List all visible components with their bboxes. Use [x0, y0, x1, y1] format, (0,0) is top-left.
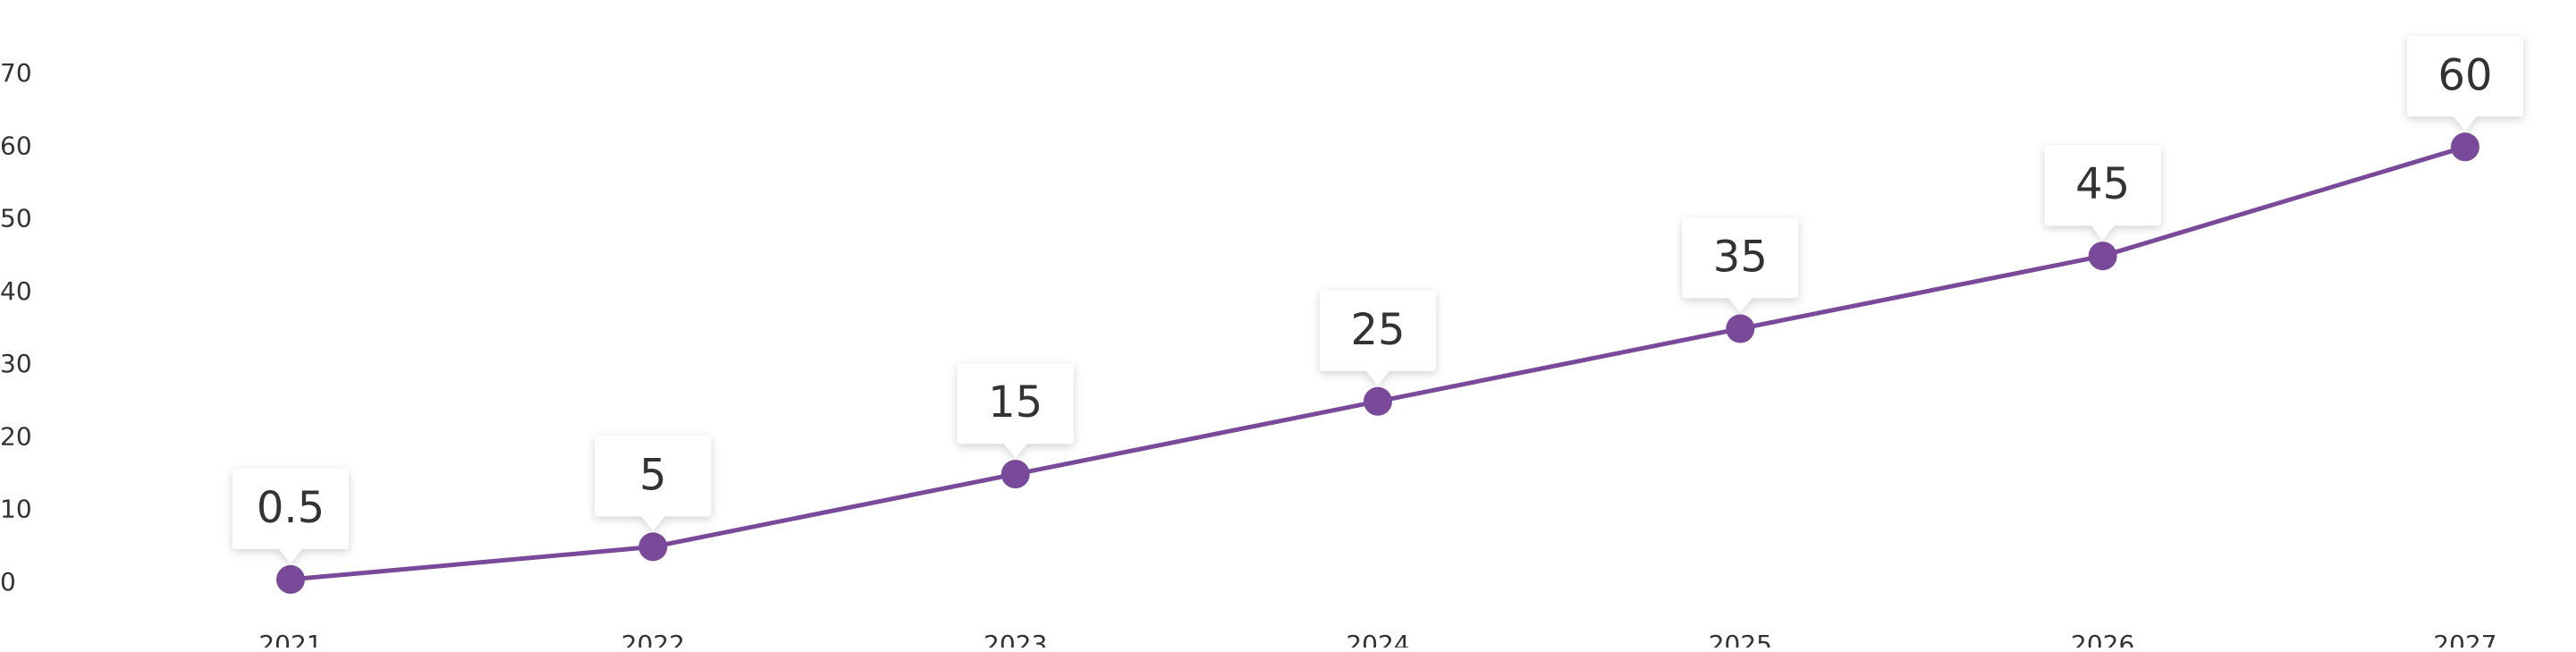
y-tick-label: 70	[0, 58, 32, 88]
y-axis: 0 10 20 30 40 50 60 70	[0, 58, 32, 597]
data-label-box	[232, 468, 349, 563]
data-label-box	[1682, 217, 1799, 313]
x-tick-label: 2024	[1346, 630, 1409, 648]
data-label-box	[2407, 36, 2523, 131]
data-label: 0.5	[232, 468, 349, 563]
x-tick-label: 2025	[1709, 630, 1772, 648]
data-label-value: 25	[1350, 305, 1405, 355]
data-label: 15	[957, 363, 1074, 459]
y-tick-label: 50	[0, 204, 32, 233]
data-label: 5	[595, 436, 712, 531]
y-tick-label: 30	[0, 349, 32, 378]
data-label-box	[1320, 290, 1436, 385]
data-point-marker[interactable]	[1364, 386, 1392, 416]
y-tick-label: 20	[0, 421, 32, 451]
data-point-marker[interactable]	[2451, 132, 2479, 162]
y-tick-label: 40	[0, 276, 32, 306]
data-label-value: 35	[1713, 233, 1768, 283]
markers-group	[276, 132, 2479, 594]
x-tick-label: 2026	[2071, 630, 2134, 648]
data-label-value: 15	[988, 377, 1043, 428]
data-point-marker[interactable]	[638, 532, 668, 562]
y-tick-label: 60	[0, 131, 32, 160]
data-label: 25	[1320, 290, 1436, 385]
data-point-marker[interactable]	[1726, 314, 1755, 343]
data-label: 60	[2407, 36, 2523, 131]
data-label-value: 60	[2437, 50, 2492, 100]
x-tick-label: 2023	[984, 630, 1047, 648]
x-axis: 2021 2022 2023 2024 2025 2026 2027	[258, 630, 2496, 652]
data-label-box	[595, 436, 712, 531]
x-tick-label: 2027	[2433, 630, 2496, 648]
y-tick-label: 0	[0, 567, 16, 597]
data-point-marker[interactable]	[2088, 241, 2117, 271]
data-label-value: 0.5	[257, 483, 325, 533]
data-point-marker[interactable]	[276, 564, 305, 594]
data-label: 35	[1682, 217, 1799, 313]
data-label-value: 5	[639, 450, 667, 500]
y-tick-label: 10	[0, 495, 32, 524]
data-label: 45	[2044, 145, 2161, 241]
data-label-box	[2044, 145, 2161, 241]
x-tick-label: 2021	[258, 630, 322, 648]
data-label-box	[957, 363, 1074, 459]
x-tick-label: 2022	[621, 630, 685, 648]
data-point-marker[interactable]	[1001, 460, 1030, 489]
data-labels-group: 0.5 5 15 25 35 45 60	[232, 36, 2523, 563]
data-label-value: 45	[2075, 159, 2130, 209]
